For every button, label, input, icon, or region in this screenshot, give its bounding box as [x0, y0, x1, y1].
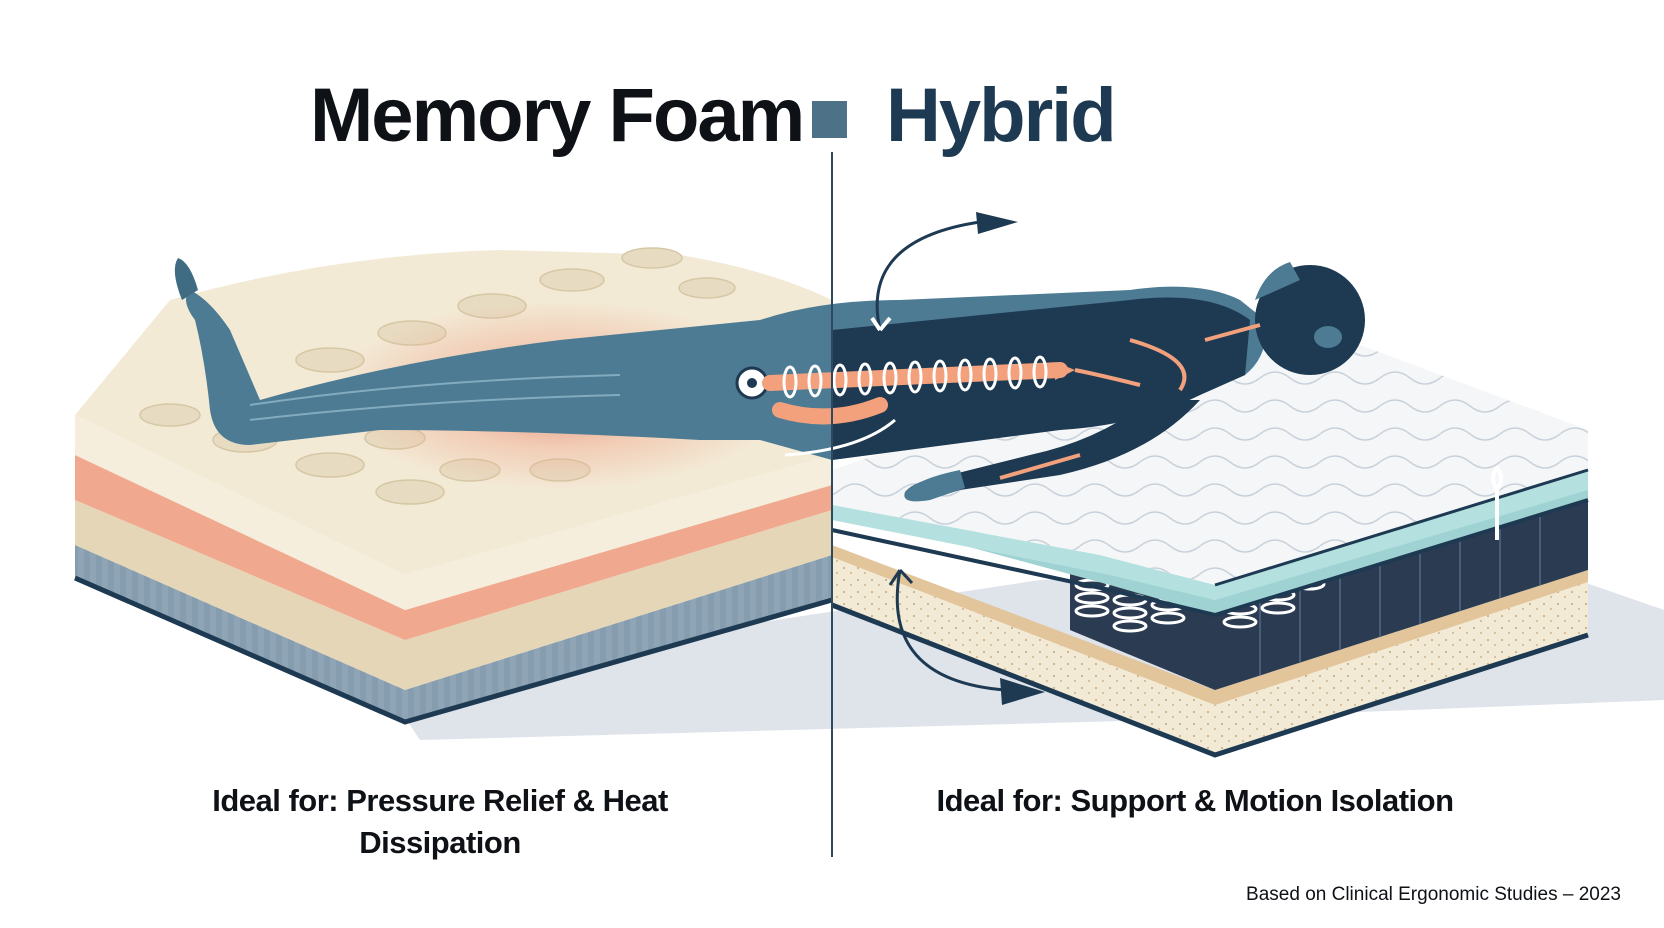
- hybrid-mattress: [831, 345, 1589, 758]
- center-divider: [831, 152, 833, 857]
- title-memory-foam: Memory Foam: [310, 73, 805, 158]
- title-hybrid: Hybrid: [886, 73, 1117, 158]
- curved-arrow-icon: [870, 212, 1045, 705]
- title-separator-square: [812, 101, 847, 138]
- spine-icon: [735, 355, 1141, 457]
- caption-hybrid: Ideal for: Support & Motion Isolation: [936, 783, 1454, 818]
- caption-memory-foam: Ideal for: Pressure Relief & Heat Dissip…: [212, 783, 668, 860]
- source-footnote: Based on Clinical Ergonomic Studies – 20…: [1246, 884, 1621, 905]
